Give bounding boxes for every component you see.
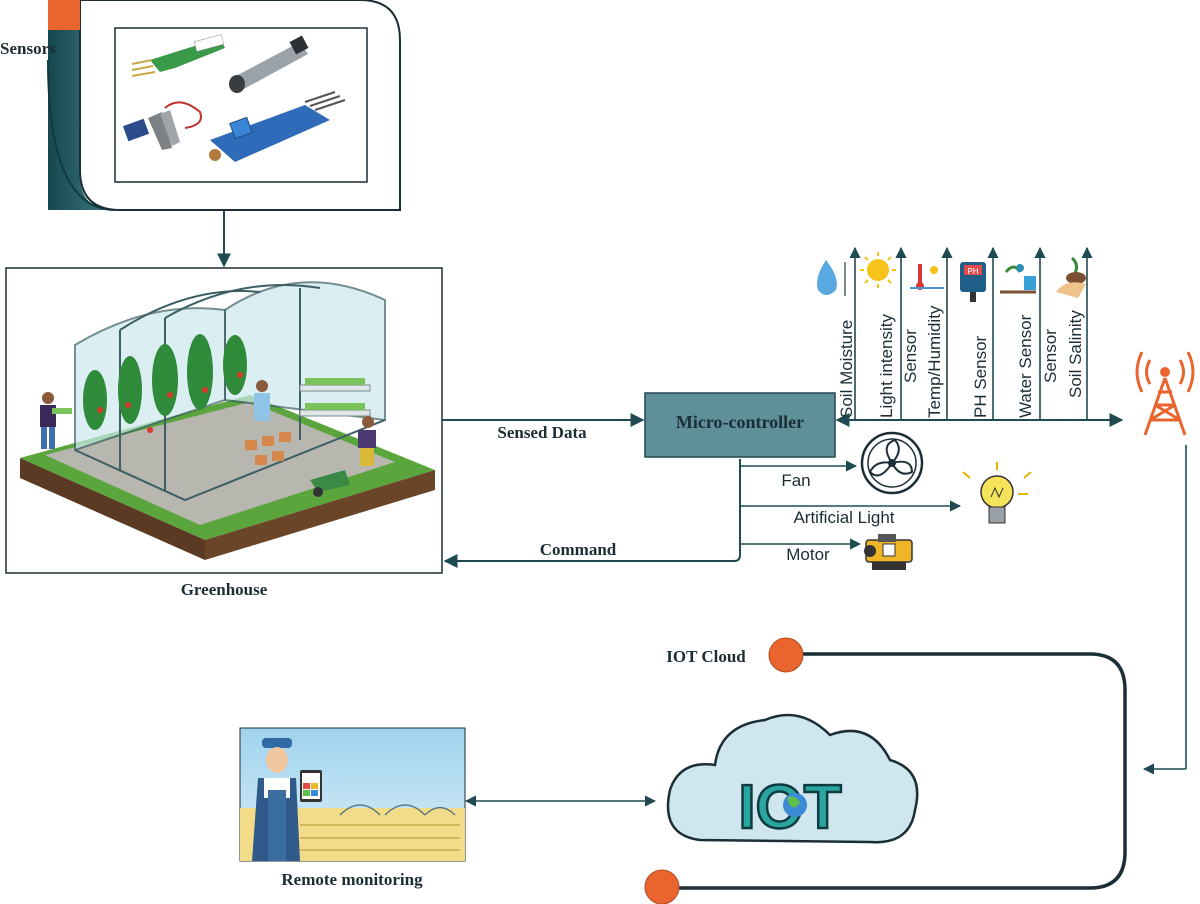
sensor-orange-tab xyxy=(48,0,80,30)
soil-salinity-icon xyxy=(1056,256,1086,298)
sensor-label-soil-moisture: Soil Moisture xyxy=(837,320,856,418)
sensor-label-water: Water Sensor xyxy=(1016,314,1035,418)
worker-center xyxy=(254,380,270,421)
motor-icon xyxy=(864,534,913,570)
sensor-label-soil-salinity: Soil Salinity xyxy=(1066,310,1085,398)
radio-tower-icon xyxy=(1135,351,1195,436)
sensors-panel: Sensors xyxy=(0,0,401,211)
soil-moisture-icon xyxy=(817,260,846,296)
sensor-soil-probe xyxy=(122,101,202,150)
sensor-label-light-intensity-2: Sensor xyxy=(901,329,920,383)
fan-icon xyxy=(860,431,924,495)
greenhouse-label: Greenhouse xyxy=(181,580,268,599)
sensor-label-water-2: Sensor xyxy=(1041,329,1060,383)
fan-label: Fan xyxy=(781,471,810,490)
command-arrow xyxy=(443,459,741,568)
sensed-data-label: Sensed Data xyxy=(497,423,587,442)
command-label: Command xyxy=(540,540,617,559)
sensor-label-light-intensity: Light intensity xyxy=(877,314,896,418)
worker-right xyxy=(310,416,376,497)
water-sensor-icon xyxy=(1000,264,1036,294)
sensor-probe-metal xyxy=(229,35,309,93)
ph-icon-text: PH xyxy=(967,267,978,276)
sensor-label-temp-humidity: Temp/Humidity xyxy=(925,305,944,418)
iot-cloud-loop xyxy=(662,652,1127,890)
iot-cloud-node-top xyxy=(768,637,804,673)
iot-cloud-icon: IOT xyxy=(666,713,919,844)
thermometer-icon xyxy=(910,264,944,290)
microcontroller-box: Micro-controller xyxy=(644,392,836,458)
remote-monitoring-panel: Remote monitoring xyxy=(239,727,466,889)
light-bulb-icon xyxy=(962,462,1032,524)
iot-cloud-label: IOT Cloud xyxy=(666,647,746,666)
artificial-light-label: Artificial Light xyxy=(793,508,894,527)
greenhouse-panel: Greenhouse xyxy=(5,267,443,599)
sensor-label-ph: PH Sensor xyxy=(971,335,990,418)
microcontroller-label: Micro-controller xyxy=(676,412,804,432)
sun-icon xyxy=(860,252,896,288)
sensor-list: Soil Moisture Light intensity Sensor Tem… xyxy=(817,246,1124,427)
iot-cloud-node-bottom xyxy=(644,869,680,904)
worker-left xyxy=(40,392,72,449)
sensor-ldr-module xyxy=(209,91,346,162)
sensors-label: Sensors xyxy=(0,39,56,58)
ph-meter-icon: PH xyxy=(960,262,986,302)
remote-monitoring-label: Remote monitoring xyxy=(281,870,423,889)
farmer-figure xyxy=(252,738,322,861)
sensor-board-green xyxy=(131,34,225,77)
motor-label: Motor xyxy=(786,545,830,564)
